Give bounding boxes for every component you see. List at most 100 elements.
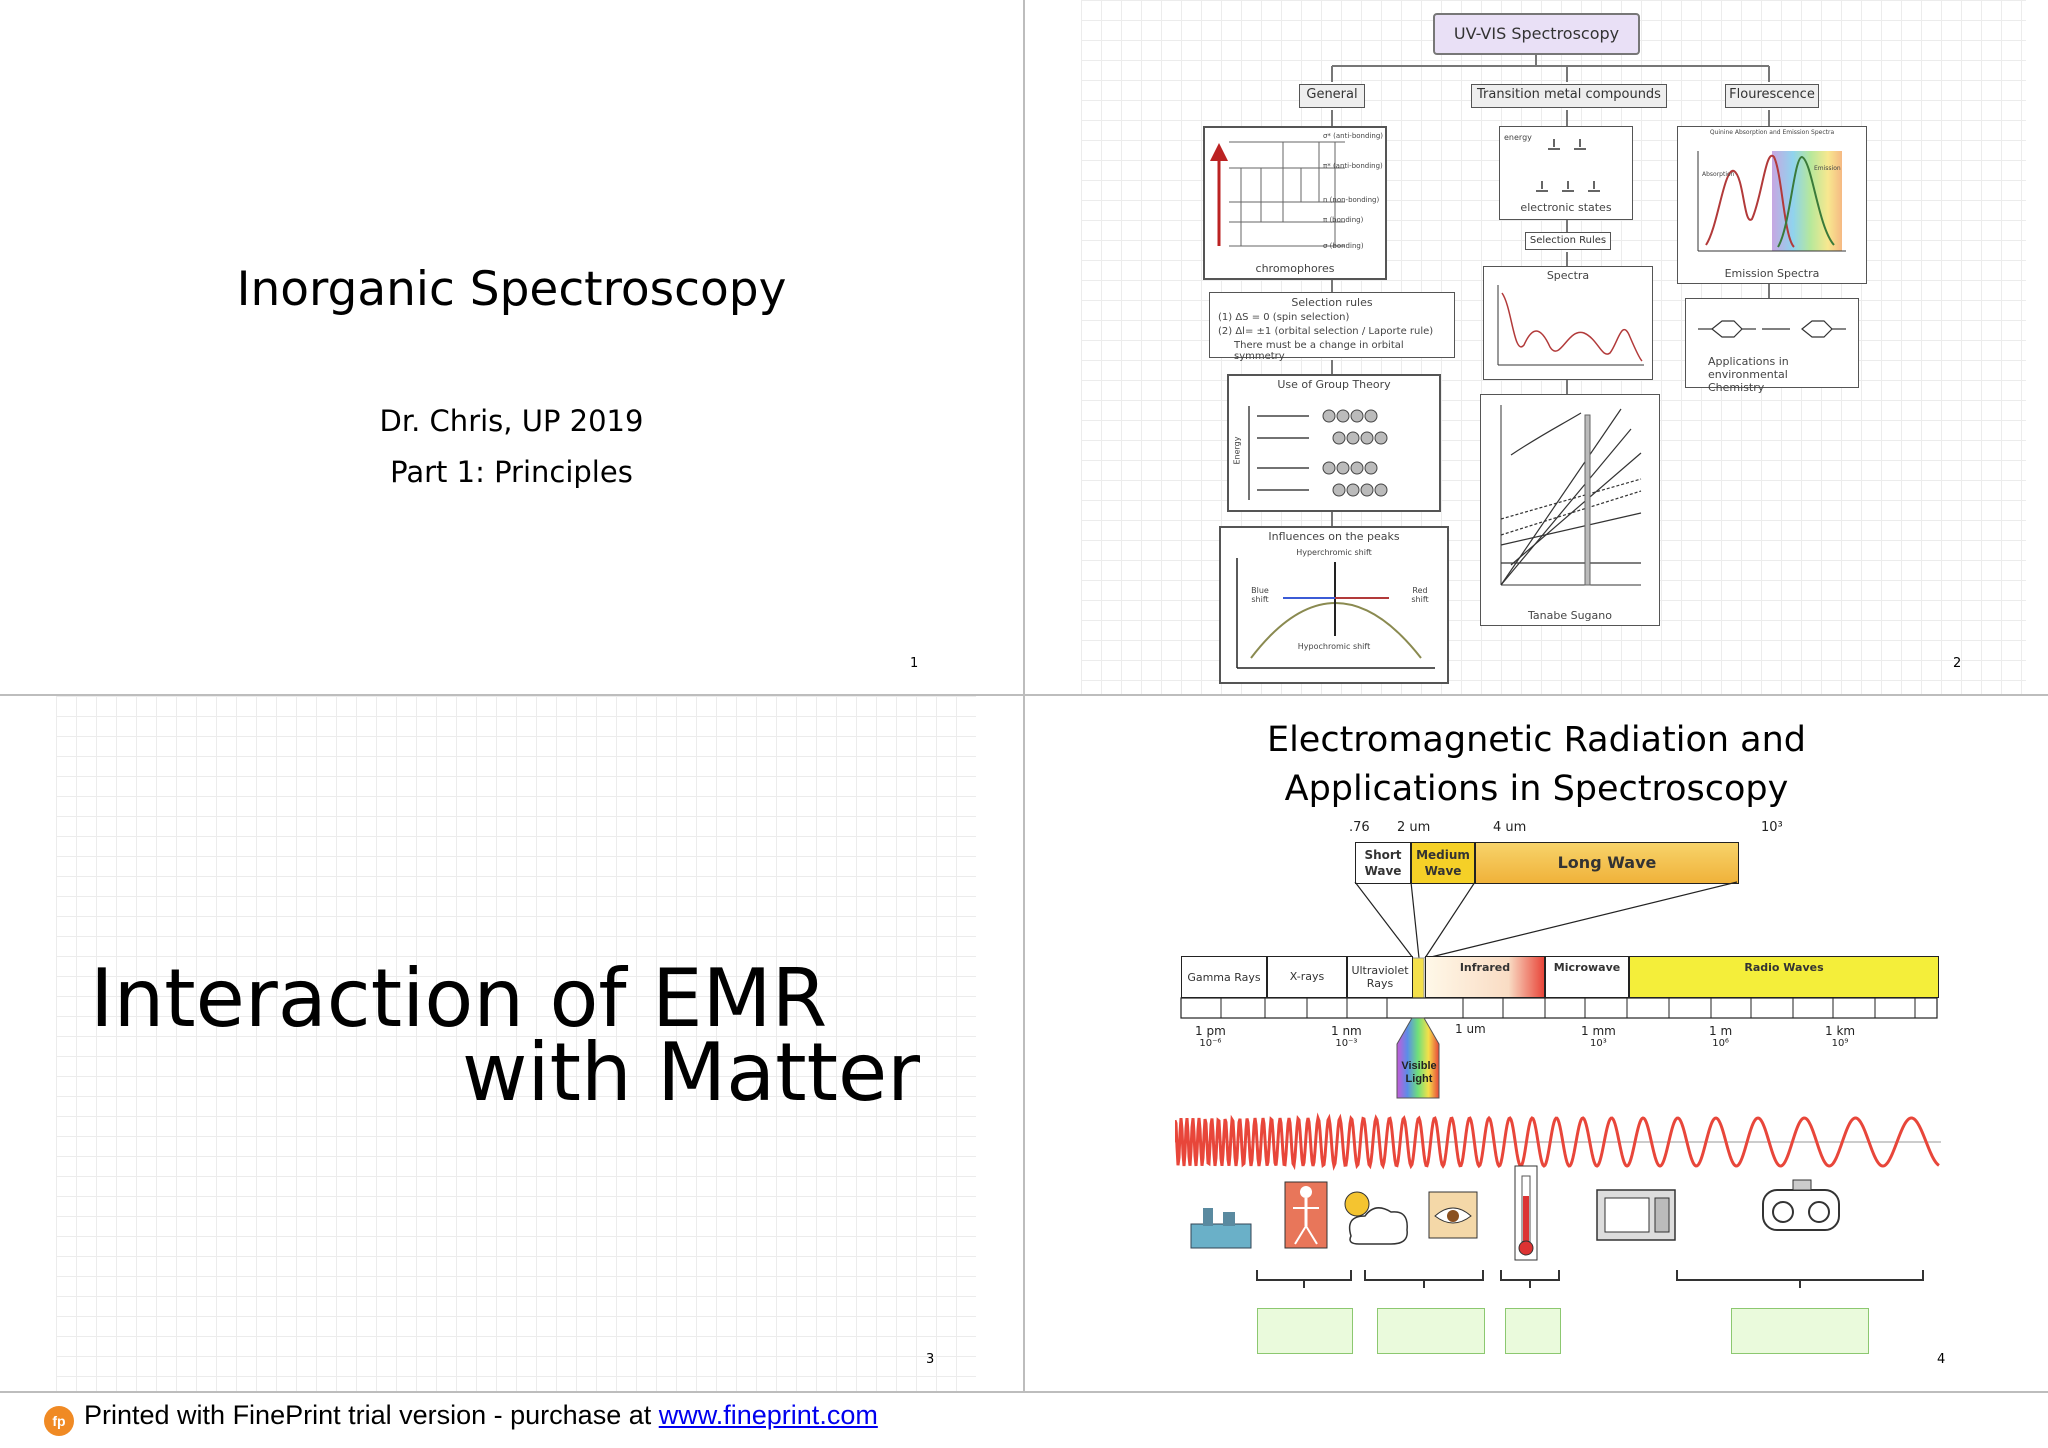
band-xrays: X-rays (1267, 956, 1347, 998)
page-number: 2 (1953, 656, 1962, 671)
slide-1-part: Part 1: Principles (390, 455, 633, 489)
page-number: 3 (926, 1352, 935, 1367)
emission-spectrum-plot (1697, 151, 1846, 252)
xray-skeleton-icon (1284, 1181, 1328, 1249)
fluorescence-label-emission: Emission (1814, 165, 1841, 172)
answer-box-1[interactable] (1257, 1308, 1353, 1354)
tanabe-sugano-box: Tanabe Sugano (1480, 394, 1660, 626)
peak-shift-diagram (1236, 558, 1435, 669)
top-tick-1: 2 um (1397, 820, 1431, 835)
slide-1-author: Dr. Chris, UP 2019 (379, 404, 644, 438)
branch-transition-metal: Transition metal compounds (1471, 84, 1667, 108)
orbital-label-pi-star: π* (anti-bonding) (1323, 162, 1383, 170)
band-microwave: Microwave (1545, 956, 1629, 998)
page-number: 1 (910, 656, 919, 671)
selection-rules-box: Selection rules (1) ΔS = 0 (spin selecti… (1209, 292, 1455, 362)
selection-rule-3: There must be a change in orbital symmet… (1234, 340, 1404, 362)
slide-4-title-line-1: Electromagnetic Radiation and (1266, 720, 1807, 760)
selection-rules-label: Selection Rules (1525, 232, 1611, 250)
fluorescence-figure-title: Quinine Absorption and Emission Spectra (1709, 129, 1835, 136)
slide-4-title-line-2: Applications in Spectroscopy (1284, 769, 1789, 809)
answer-box-2[interactable] (1377, 1308, 1485, 1354)
group-theory-title: Use of Group Theory (1277, 378, 1391, 391)
hypochromic-label: Hypochromic shift (1297, 642, 1371, 651)
slide-1: Inorganic Spectroscopy Dr. Chris, UP 201… (0, 0, 1025, 696)
chromophores-caption: chromophores (1255, 262, 1335, 275)
band-radio: Radio Waves (1629, 956, 1939, 998)
ir-band-medium: Medium Wave (1411, 842, 1475, 884)
band-ultraviolet: Ultraviolet Rays (1347, 956, 1413, 998)
orbital-label-sigma-star: σ* (anti-bonding) (1323, 132, 1383, 140)
fluorescence-label-absorption: Absorption (1702, 171, 1735, 178)
slide-3-title-line-1: Interaction of EMR (90, 952, 828, 1045)
application-icons (1190, 1165, 1924, 1288)
scale-label-pm: 1 pm 10⁻⁶ (1195, 1024, 1226, 1049)
fineprint-footer: Printed with FinePrint trial version - p… (84, 1400, 878, 1431)
d-orbital-splitting (1536, 139, 1600, 192)
fineprint-logo: fp (44, 1406, 74, 1436)
orbital-energy-diagram (1210, 141, 1345, 247)
emission-spectra-caption: Emission Spectra (1724, 267, 1820, 280)
radio-icon (1762, 1179, 1840, 1231)
influences-box: Influences on the peaks Hyperchromic shi… (1219, 526, 1449, 684)
top-tick-2: 4 um (1493, 820, 1527, 835)
chromophores-box: σ* (anti-bonding) π* (anti-bonding) n (n… (1203, 126, 1387, 280)
slide-4: Electromagnetic Radiation and Applicatio… (1025, 696, 2048, 1393)
spectra-title: Spectra (1546, 269, 1590, 282)
orbital-label-pi: π (bonding) (1323, 216, 1364, 224)
fineprint-link[interactable]: www.fineprint.com (658, 1400, 878, 1430)
mindmap-connectors (1331, 54, 1770, 526)
thermometer-icon (1514, 1165, 1538, 1261)
scale-label-m: 1 m 10⁶ (1709, 1024, 1733, 1049)
blue-shift-label: Blue shift (1251, 586, 1269, 604)
slide-1-title: Inorganic Spectroscopy (236, 262, 787, 317)
absorption-spectrum-plot (1497, 285, 1644, 366)
top-tick-3: 10³ (1761, 820, 1783, 835)
electronic-states-caption: electronic states (1520, 201, 1612, 214)
orbital-label-sigma: σ (bonding) (1323, 242, 1364, 250)
selection-rule-1: (1) ΔS = 0 (spin selection) (1218, 312, 1350, 323)
branch-fluorescence: Flourescence (1725, 84, 1819, 108)
selection-rule-2: (2) Δl= ±1 (orbital selection / Laporte … (1218, 326, 1434, 337)
emission-spectra-box: Quinine Absorption and Emission Spectra … (1677, 126, 1867, 284)
energy-label: energy (1504, 133, 1532, 142)
ir-band-short: Short Wave (1355, 842, 1411, 884)
page-number: 4 (1937, 1352, 1946, 1367)
slide-3: Interaction of EMR with Matter 3 (0, 696, 1025, 1393)
chemical-structure (1698, 320, 1846, 338)
slide-2: UV-VIS Spectroscopy General Transition m… (1025, 0, 2048, 696)
em-wave (1175, 1112, 1941, 1171)
hyperchromic-label: Hyperchromic shift (1296, 548, 1372, 557)
tanabe-sugano-diagram (1500, 405, 1642, 586)
answer-box-3[interactable] (1505, 1308, 1561, 1354)
orbital-label-n: n (non-bonding) (1323, 196, 1380, 204)
footer-text: Printed with FinePrint trial version - p… (84, 1400, 659, 1430)
band-infrared: Infrared (1425, 956, 1545, 998)
grid-background (56, 696, 976, 1391)
group-theory-box: Use of Group Theory Energy (1227, 374, 1441, 512)
selection-rules-title: Selection rules (1291, 296, 1373, 309)
influences-title: Influences on the peaks (1268, 530, 1400, 543)
answer-box-4[interactable] (1731, 1308, 1869, 1354)
nuclear-plant-icon (1190, 1208, 1252, 1249)
electronic-states-box: energy electronic states (1499, 126, 1633, 220)
applications-caption: Applications in environmental Chemistry (1708, 355, 1789, 394)
mo-diagram (1248, 406, 1388, 500)
mindmap-root: UV-VIS Spectroscopy (1433, 13, 1640, 55)
sun-cloud-icon (1344, 1191, 1408, 1245)
slide-3-title-line-2: with Matter (462, 1026, 921, 1119)
band-gamma: Gamma Rays (1181, 956, 1267, 998)
applications-box: Applications in environmental Chemistry (1685, 298, 1859, 394)
branch-general: General (1299, 84, 1365, 108)
spectra-box: Spectra (1483, 266, 1653, 380)
eye-icon (1428, 1191, 1478, 1239)
visible-light-label: Visible Light (1401, 1060, 1437, 1085)
top-tick-0: .76 (1349, 820, 1370, 835)
ir-band-long: Long Wave (1475, 842, 1739, 884)
red-shift-label: Red shift (1411, 586, 1429, 604)
tanabe-sugano-caption: Tanabe Sugano (1528, 609, 1612, 622)
scale-label-um: 1 um (1455, 1022, 1486, 1036)
scale-label-nm: 1 nm 10⁻³ (1331, 1024, 1362, 1049)
microwave-oven-icon (1596, 1189, 1676, 1241)
scale-label-mm: 1 mm 10³ (1581, 1024, 1616, 1049)
